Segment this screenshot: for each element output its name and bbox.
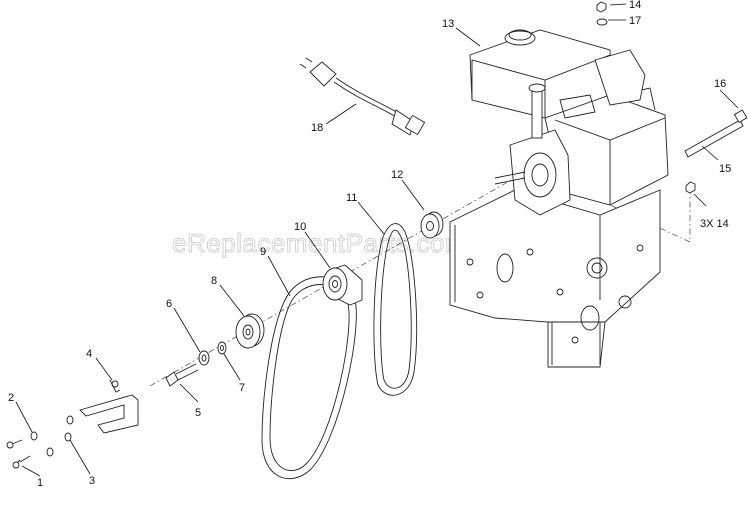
callout-4: 4 bbox=[86, 348, 92, 360]
engine-mount-plate bbox=[449, 189, 661, 368]
pulley-10 bbox=[322, 264, 363, 306]
nut-3x14 bbox=[685, 181, 696, 194]
callout-1: 1 bbox=[37, 477, 43, 489]
washers-2-3 bbox=[30, 415, 74, 457]
callout-3: 3 bbox=[89, 475, 95, 487]
callout-7: 7 bbox=[239, 382, 245, 394]
callout-10: 10 bbox=[294, 221, 306, 233]
pulley-8 bbox=[235, 313, 265, 349]
callouts: 1 2 3 4 5 6 7 8 9 10 11 12 13 14 15 16 1… bbox=[8, 0, 731, 489]
callout-6: 6 bbox=[166, 298, 172, 310]
spacer-6 bbox=[198, 350, 210, 366]
callout-9: 9 bbox=[260, 246, 266, 258]
engine bbox=[469, 29, 669, 216]
callout-2: 2 bbox=[8, 392, 14, 404]
callout-15: 15 bbox=[719, 163, 731, 175]
belt-9 bbox=[261, 276, 357, 480]
electric-start-cord bbox=[299, 57, 426, 136]
callout-17: 17 bbox=[629, 15, 641, 27]
callout-13: 13 bbox=[442, 18, 454, 30]
pulley-12 bbox=[420, 211, 444, 239]
nut-14 bbox=[596, 1, 607, 13]
shaft-15 bbox=[684, 119, 744, 158]
leader-lines bbox=[15, 3, 739, 477]
cap-16 bbox=[733, 109, 748, 123]
callout-16: 16 bbox=[714, 78, 726, 90]
callout-18: 18 bbox=[311, 122, 323, 134]
screw-1 bbox=[12, 455, 31, 469]
screw-2 bbox=[6, 439, 23, 449]
callout-12: 12 bbox=[391, 169, 403, 181]
callout-11: 11 bbox=[346, 192, 357, 204]
callout-14: 14 bbox=[629, 0, 641, 11]
bolt-5 bbox=[165, 363, 199, 387]
belt-11 bbox=[373, 223, 418, 396]
bracket-4 bbox=[79, 379, 139, 434]
callout-3x14: 3X 14 bbox=[700, 218, 729, 230]
callout-8: 8 bbox=[211, 275, 217, 287]
washer-17 bbox=[596, 18, 608, 26]
callout-5: 5 bbox=[195, 407, 201, 419]
washer-7 bbox=[217, 341, 227, 355]
